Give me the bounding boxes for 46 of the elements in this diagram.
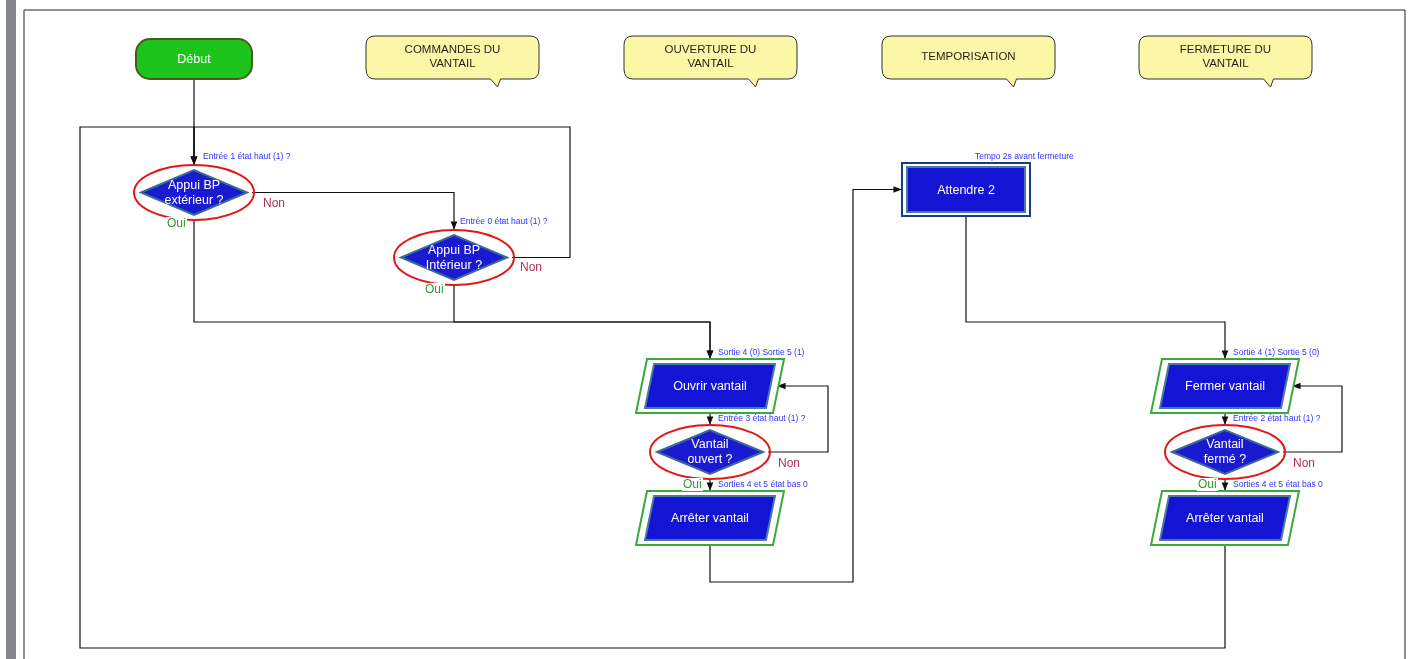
section-title: COMMANDES DU VANTAIL (403, 43, 502, 72)
annotation-note: Entrée 2 état haut (1) ? (1233, 413, 1321, 423)
annotation-note: Tempo 2s avant fermeture (975, 151, 1074, 161)
section-title: TEMPORISATION (920, 50, 1017, 65)
arrow (251, 191, 458, 230)
speech-bubble (623, 35, 798, 88)
node-label: Ouvrir vantail (672, 378, 748, 394)
node-label: Fermer vantail (1185, 378, 1265, 394)
speech-bubble (881, 35, 1056, 88)
arrow (767, 382, 829, 453)
arrow (709, 186, 902, 583)
node-label: Vantail ouvert ? (686, 437, 734, 467)
annotation-note: Entrée 0 état haut (1) ? (460, 216, 548, 226)
annotation-note: Sorties 4 et 5 état bas 0 (1233, 479, 1323, 489)
arrow (1221, 479, 1229, 491)
node-label: Attendre 2 (936, 182, 996, 197)
annotation-note: Sortie 4 (0) Sortie 5 (1) (718, 347, 805, 357)
edge-label: Oui (1197, 478, 1218, 492)
section-title: OUVERTURE DU VANTAIL (663, 43, 758, 72)
arrow (79, 126, 1226, 649)
arrow (1282, 382, 1343, 453)
node-label: Appui BP extérieur ? (163, 177, 225, 208)
section-title: FERMETURE DU VANTAIL (1178, 43, 1273, 72)
arrow (706, 479, 714, 491)
speech-bubble (365, 35, 540, 88)
io-parallelogram (635, 490, 785, 546)
node-label: Vantail fermé ? (1202, 437, 1248, 467)
node-label: Arrêter vantail (670, 510, 750, 526)
arrow (965, 216, 1229, 359)
edge-label: Oui (682, 478, 703, 492)
io-parallelogram (635, 358, 785, 414)
arrow (1221, 413, 1229, 425)
annotation-note: Sortie 4 (1) Sortie 5 (0) (1233, 347, 1320, 357)
arrow (706, 413, 714, 425)
io-parallelogram (1150, 358, 1300, 414)
annotation-note: Sorties 4 et 5 état bas 0 (718, 479, 808, 489)
annotation-note: Entrée 3 état haut (1) ? (718, 413, 806, 423)
speech-bubble (1138, 35, 1313, 88)
node-label: Début (176, 51, 212, 67)
arrow (453, 285, 714, 359)
annotation-note: Entrée 1 état haut (1) ? (203, 151, 291, 161)
io-parallelogram (1150, 490, 1300, 546)
start-terminal (135, 38, 253, 80)
node-label: Appui BP Intérieur ? (424, 242, 484, 273)
node-label: Arrêter vantail (1185, 510, 1265, 526)
process-box (901, 162, 1031, 217)
